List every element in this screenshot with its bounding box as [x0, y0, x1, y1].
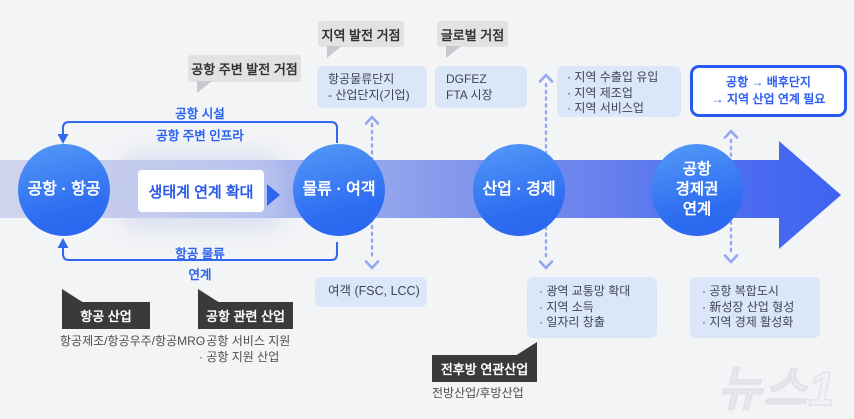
info-box-logistics-complex: 항공물류단지 - 산업단지(기업): [317, 66, 427, 108]
sub-text-linked-industry: 전방산업/후방산업: [432, 386, 524, 400]
dark-box-airport-related-industry: 공항 관련 산업: [198, 289, 293, 329]
dark-box-linked-industry: 전후방 연관산업: [432, 342, 537, 382]
info-line: FTA 시장: [446, 87, 493, 102]
circle-airport-economy: 공항 경제권 연계: [651, 144, 743, 236]
info-line: · 지역 소득: [539, 299, 594, 314]
bubble-regional-dev: 지역 발전 거점: [318, 21, 404, 58]
ecosystem-pointer-icon: [267, 184, 280, 206]
bubble-airport-vicinity-dev: 공항 주변 발전 거점: [188, 55, 301, 93]
label-airport-facilities: 공항 시설: [175, 107, 225, 121]
info-box-regional-inflow: · 지역 수출입 유입 · 지역 제조업 · 지역 서비스업: [557, 66, 681, 117]
sub-line: · 공항 지원 산업: [199, 349, 280, 364]
info-line: · 일자리 창출: [539, 315, 605, 329]
info-line: 여객 (FSC, LCC): [328, 284, 420, 298]
dark-box-tail-icon: [62, 289, 84, 303]
sub-text-airport-related-industry: · 공항 서비스 지원 · 공항 지원 산업: [199, 334, 290, 365]
circle-airport-economy-line2: 경제권: [675, 180, 719, 198]
callout-linkage-needed: 공항 → 배후단지 → 지역 산업 연계 필요: [690, 65, 847, 117]
info-box-dgfez: DGFEZ FTA 시장: [435, 66, 527, 108]
info-line: · 지역 수출입 유입: [567, 70, 659, 84]
info-line: · 지역 제조업: [567, 85, 633, 100]
label-airport-vicinity-infra: 공항 주변 인프라: [156, 129, 244, 143]
callout-line2: → 지역 산업 연계 필요: [711, 92, 826, 106]
info-box-transport: · 광역 교통망 확대 · 지역 소득 · 일자리 창출: [527, 277, 657, 338]
circle-logistics-passenger: 물류 · 여객: [293, 144, 385, 236]
circle-airport-aviation: 공항 · 항공: [18, 144, 110, 236]
info-box-passenger: 여객 (FSC, LCC): [315, 277, 427, 307]
bubble-tail-icon: [327, 46, 342, 58]
bubble-tail-icon: [446, 46, 461, 58]
news1-watermark-logo: 뉴스1: [717, 361, 837, 416]
bottom-bracket-arrow: [62, 242, 338, 261]
circle-airport-economy-line3: 연계: [682, 201, 712, 219]
info-line: · 지역 서비스업: [567, 101, 644, 115]
bubble-global-hub-label: 글로벌 거점: [440, 27, 505, 43]
dark-box-tail-icon: [515, 342, 537, 356]
bottom-bracket-arrowhead-up-icon: [57, 238, 69, 248]
info-line: - 산업단지(기업): [328, 87, 410, 102]
info-box-airport-city: · 공항 복합도시 · 新성장 산업 형성 · 지역 경제 활성화: [690, 277, 820, 338]
top-bracket-arrowhead-down-icon: [57, 134, 69, 144]
bubble-airport-vicinity-dev-label: 공항 주변 발전 거점: [191, 62, 298, 77]
bubble-tail-icon: [197, 81, 212, 93]
info-line: · 광역 교통망 확대: [539, 284, 631, 298]
info-line: · 지역 경제 활성화: [702, 315, 794, 329]
dark-box-aviation-industry-label: 항공 산업: [80, 309, 132, 324]
ecosystem-expansion-box: 생태계 연계 확대: [138, 170, 264, 212]
dark-box-airport-related-industry-label: 공항 관련 산업: [206, 309, 285, 324]
label-linkage: 연계: [188, 268, 212, 282]
sub-line: · 공항 서비스 지원: [199, 334, 291, 348]
flow-band-arrow: [0, 141, 841, 249]
circle-industry-economy: 산업 · 경제: [473, 144, 565, 236]
label-air-cargo: 항공 물류: [175, 247, 225, 261]
info-line: 항공물류단지: [328, 72, 395, 86]
info-line: · 공항 복합도시: [702, 284, 779, 298]
bubble-regional-dev-label: 지역 발전 거점: [321, 27, 401, 43]
dark-box-linked-industry-label: 전후방 연관산업: [440, 362, 529, 377]
info-line: DGFEZ: [446, 72, 487, 86]
top-bracket-arrow: [62, 121, 338, 143]
dark-box-aviation-industry: 항공 산업: [62, 289, 150, 329]
info-line: · 新성장 산업 형성: [702, 299, 795, 314]
bubble-global-hub: 글로벌 거점: [437, 21, 508, 58]
dark-box-tail-icon: [198, 289, 220, 303]
circle-airport-economy-line1: 공항: [682, 160, 712, 178]
sub-text-aviation-industry: 항공제조/항공우주/항공MRO: [60, 334, 206, 348]
callout-line1: 공항 → 배후단지: [726, 74, 811, 89]
